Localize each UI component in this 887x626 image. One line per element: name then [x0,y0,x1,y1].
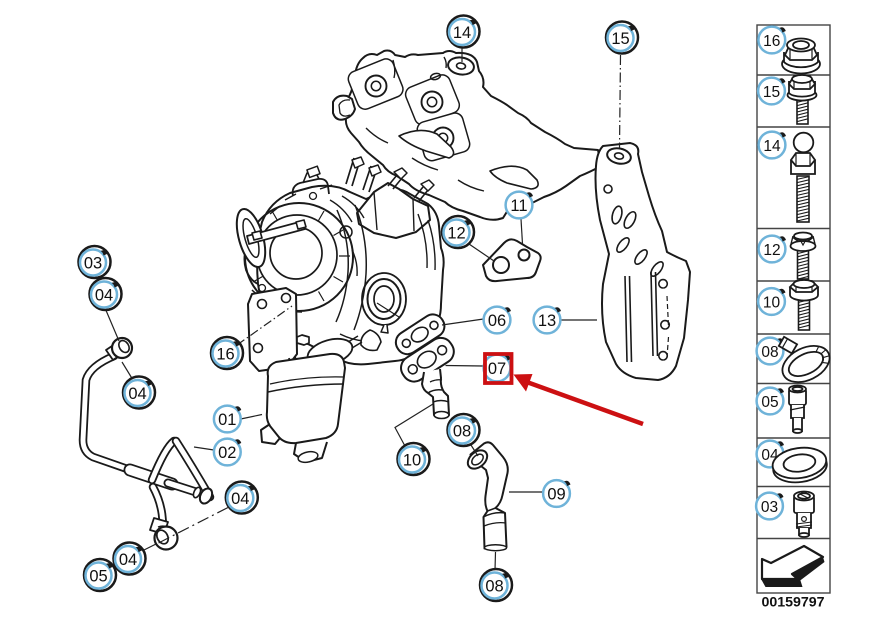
svg-text:10: 10 [763,294,781,311]
svg-text:08: 08 [761,344,778,361]
svg-text:00159797: 00159797 [761,595,824,611]
svg-text:07: 07 [488,360,506,378]
svg-text:02: 02 [218,444,236,462]
svg-text:15: 15 [763,84,780,101]
svg-text:05: 05 [761,394,778,411]
svg-text:14: 14 [453,24,471,42]
svg-text:14: 14 [763,138,781,155]
svg-text:12: 12 [763,242,780,259]
svg-text:16: 16 [216,345,234,363]
svg-text:01: 01 [218,411,236,429]
svg-text:05: 05 [89,567,107,585]
svg-text:13: 13 [538,312,556,330]
svg-text:04: 04 [95,286,113,304]
svg-text:12: 12 [447,224,465,242]
svg-text:03: 03 [761,499,778,516]
svg-text:04: 04 [231,490,249,508]
svg-text:11: 11 [510,197,527,215]
svg-text:08: 08 [485,577,503,595]
svg-text:08: 08 [453,422,471,440]
svg-text:04: 04 [119,551,137,569]
svg-text:10: 10 [403,451,421,469]
svg-text:16: 16 [763,33,780,50]
svg-text:04: 04 [128,385,146,403]
svg-text:03: 03 [84,254,102,272]
svg-text:15: 15 [611,30,629,48]
svg-text:09: 09 [547,485,565,503]
svg-text:06: 06 [488,312,506,330]
